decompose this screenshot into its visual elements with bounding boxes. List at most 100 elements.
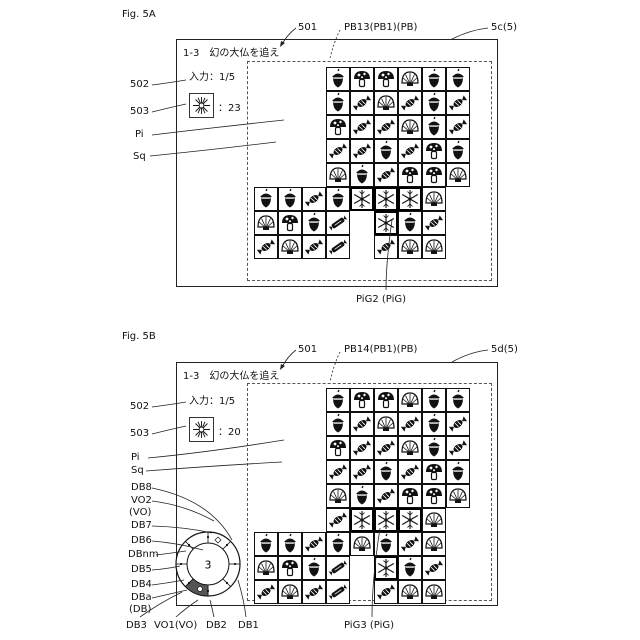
board-cell-b[interactable] [326,508,350,532]
board-cell-b[interactable] [350,484,374,508]
board-cell-b[interactable] [254,580,278,604]
board-cell-a[interactable] [398,211,422,235]
board-cell-a[interactable] [374,67,398,91]
board-cell-a[interactable] [302,187,326,211]
board-cell-a[interactable] [350,139,374,163]
board-cell-a[interactable] [422,163,446,187]
board-cell-b[interactable] [398,556,422,580]
board-cell-b[interactable] [350,460,374,484]
board-cell-b[interactable] [398,580,422,604]
board-cell-b[interactable] [422,580,446,604]
board-cell-a[interactable] [278,211,302,235]
board-cell-b[interactable] [374,556,398,580]
board-cell-b[interactable] [374,532,398,556]
board-cell-b[interactable] [326,388,350,412]
board-cell-b[interactable] [398,532,422,556]
board-cell-a[interactable] [374,139,398,163]
board-cell-b[interactable] [302,556,326,580]
board-cell-b[interactable] [398,436,422,460]
board-cell-b[interactable] [398,484,422,508]
board-cell-b[interactable] [422,436,446,460]
board-cell-b[interactable] [374,436,398,460]
board-cell-b[interactable] [326,556,350,580]
board-cell-a[interactable] [326,115,350,139]
board-cell-a[interactable] [374,211,398,235]
board-cell-b[interactable] [302,532,326,556]
board-cell-b[interactable] [422,556,446,580]
board-cell-b[interactable] [278,580,302,604]
board-cell-a[interactable] [398,187,422,211]
board-cell-a[interactable] [422,67,446,91]
board-cell-b[interactable] [254,556,278,580]
board-cell-b[interactable] [398,388,422,412]
selection-dial[interactable]: 3 [173,529,243,599]
board-cell-a[interactable] [422,211,446,235]
board-cell-a[interactable] [446,91,470,115]
board-cell-b[interactable] [398,508,422,532]
board-cell-a[interactable] [398,91,422,115]
board-cell-a[interactable] [350,91,374,115]
board-cell-b[interactable] [278,532,302,556]
board-cell-a[interactable] [326,91,350,115]
board-cell-a[interactable] [398,163,422,187]
board-cell-a[interactable] [374,235,398,259]
board-cell-a[interactable] [422,91,446,115]
board-cell-b[interactable] [326,580,350,604]
board-cell-a[interactable] [350,187,374,211]
board-cell-a[interactable] [350,163,374,187]
board-cell-a[interactable] [278,235,302,259]
board-cell-b[interactable] [278,556,302,580]
board-cell-b[interactable] [326,460,350,484]
board-cell-b[interactable] [422,484,446,508]
board-cell-b[interactable] [326,436,350,460]
board-cell-a[interactable] [374,187,398,211]
board-cell-b[interactable] [254,532,278,556]
board-cell-a[interactable] [422,187,446,211]
board-cell-a[interactable] [446,115,470,139]
board-cell-a[interactable] [350,115,374,139]
board-cell-b[interactable] [350,388,374,412]
board-cell-b[interactable] [422,532,446,556]
board-cell-b[interactable] [446,412,470,436]
board-cell-a[interactable] [254,211,278,235]
board-cell-b[interactable] [398,460,422,484]
board-cell-b[interactable] [326,412,350,436]
board-cell-b[interactable] [446,388,470,412]
board-cell-b[interactable] [302,580,326,604]
board-cell-a[interactable] [326,163,350,187]
board-cell-b[interactable] [422,508,446,532]
board-cell-a[interactable] [326,139,350,163]
board-cell-b[interactable] [446,436,470,460]
board-cell-b[interactable] [374,460,398,484]
board-cell-a[interactable] [446,67,470,91]
board-cell-b[interactable] [326,532,350,556]
board-cell-b[interactable] [446,460,470,484]
board-cell-a[interactable] [374,163,398,187]
board-cell-b[interactable] [374,580,398,604]
board-cell-a[interactable] [326,235,350,259]
board-cell-b[interactable] [374,508,398,532]
board-cell-a[interactable] [326,187,350,211]
board-cell-b[interactable] [398,412,422,436]
board-cell-b[interactable] [374,412,398,436]
board-cell-a[interactable] [350,67,374,91]
board-cell-a[interactable] [374,115,398,139]
board-cell-a[interactable] [326,67,350,91]
board-cell-a[interactable] [254,235,278,259]
board-cell-b[interactable] [350,532,374,556]
board-cell-a[interactable] [254,187,278,211]
board-cell-b[interactable] [350,412,374,436]
board-cell-a[interactable] [302,235,326,259]
board-cell-a[interactable] [422,115,446,139]
board-cell-b[interactable] [446,484,470,508]
board-cell-a[interactable] [398,235,422,259]
board-cell-b[interactable] [422,412,446,436]
board-cell-b[interactable] [374,484,398,508]
board-cell-a[interactable] [278,187,302,211]
board-cell-a[interactable] [398,139,422,163]
board-cell-a[interactable] [326,211,350,235]
board-cell-a[interactable] [398,115,422,139]
board-cell-a[interactable] [374,91,398,115]
board-cell-a[interactable] [422,235,446,259]
board-cell-b[interactable] [422,460,446,484]
